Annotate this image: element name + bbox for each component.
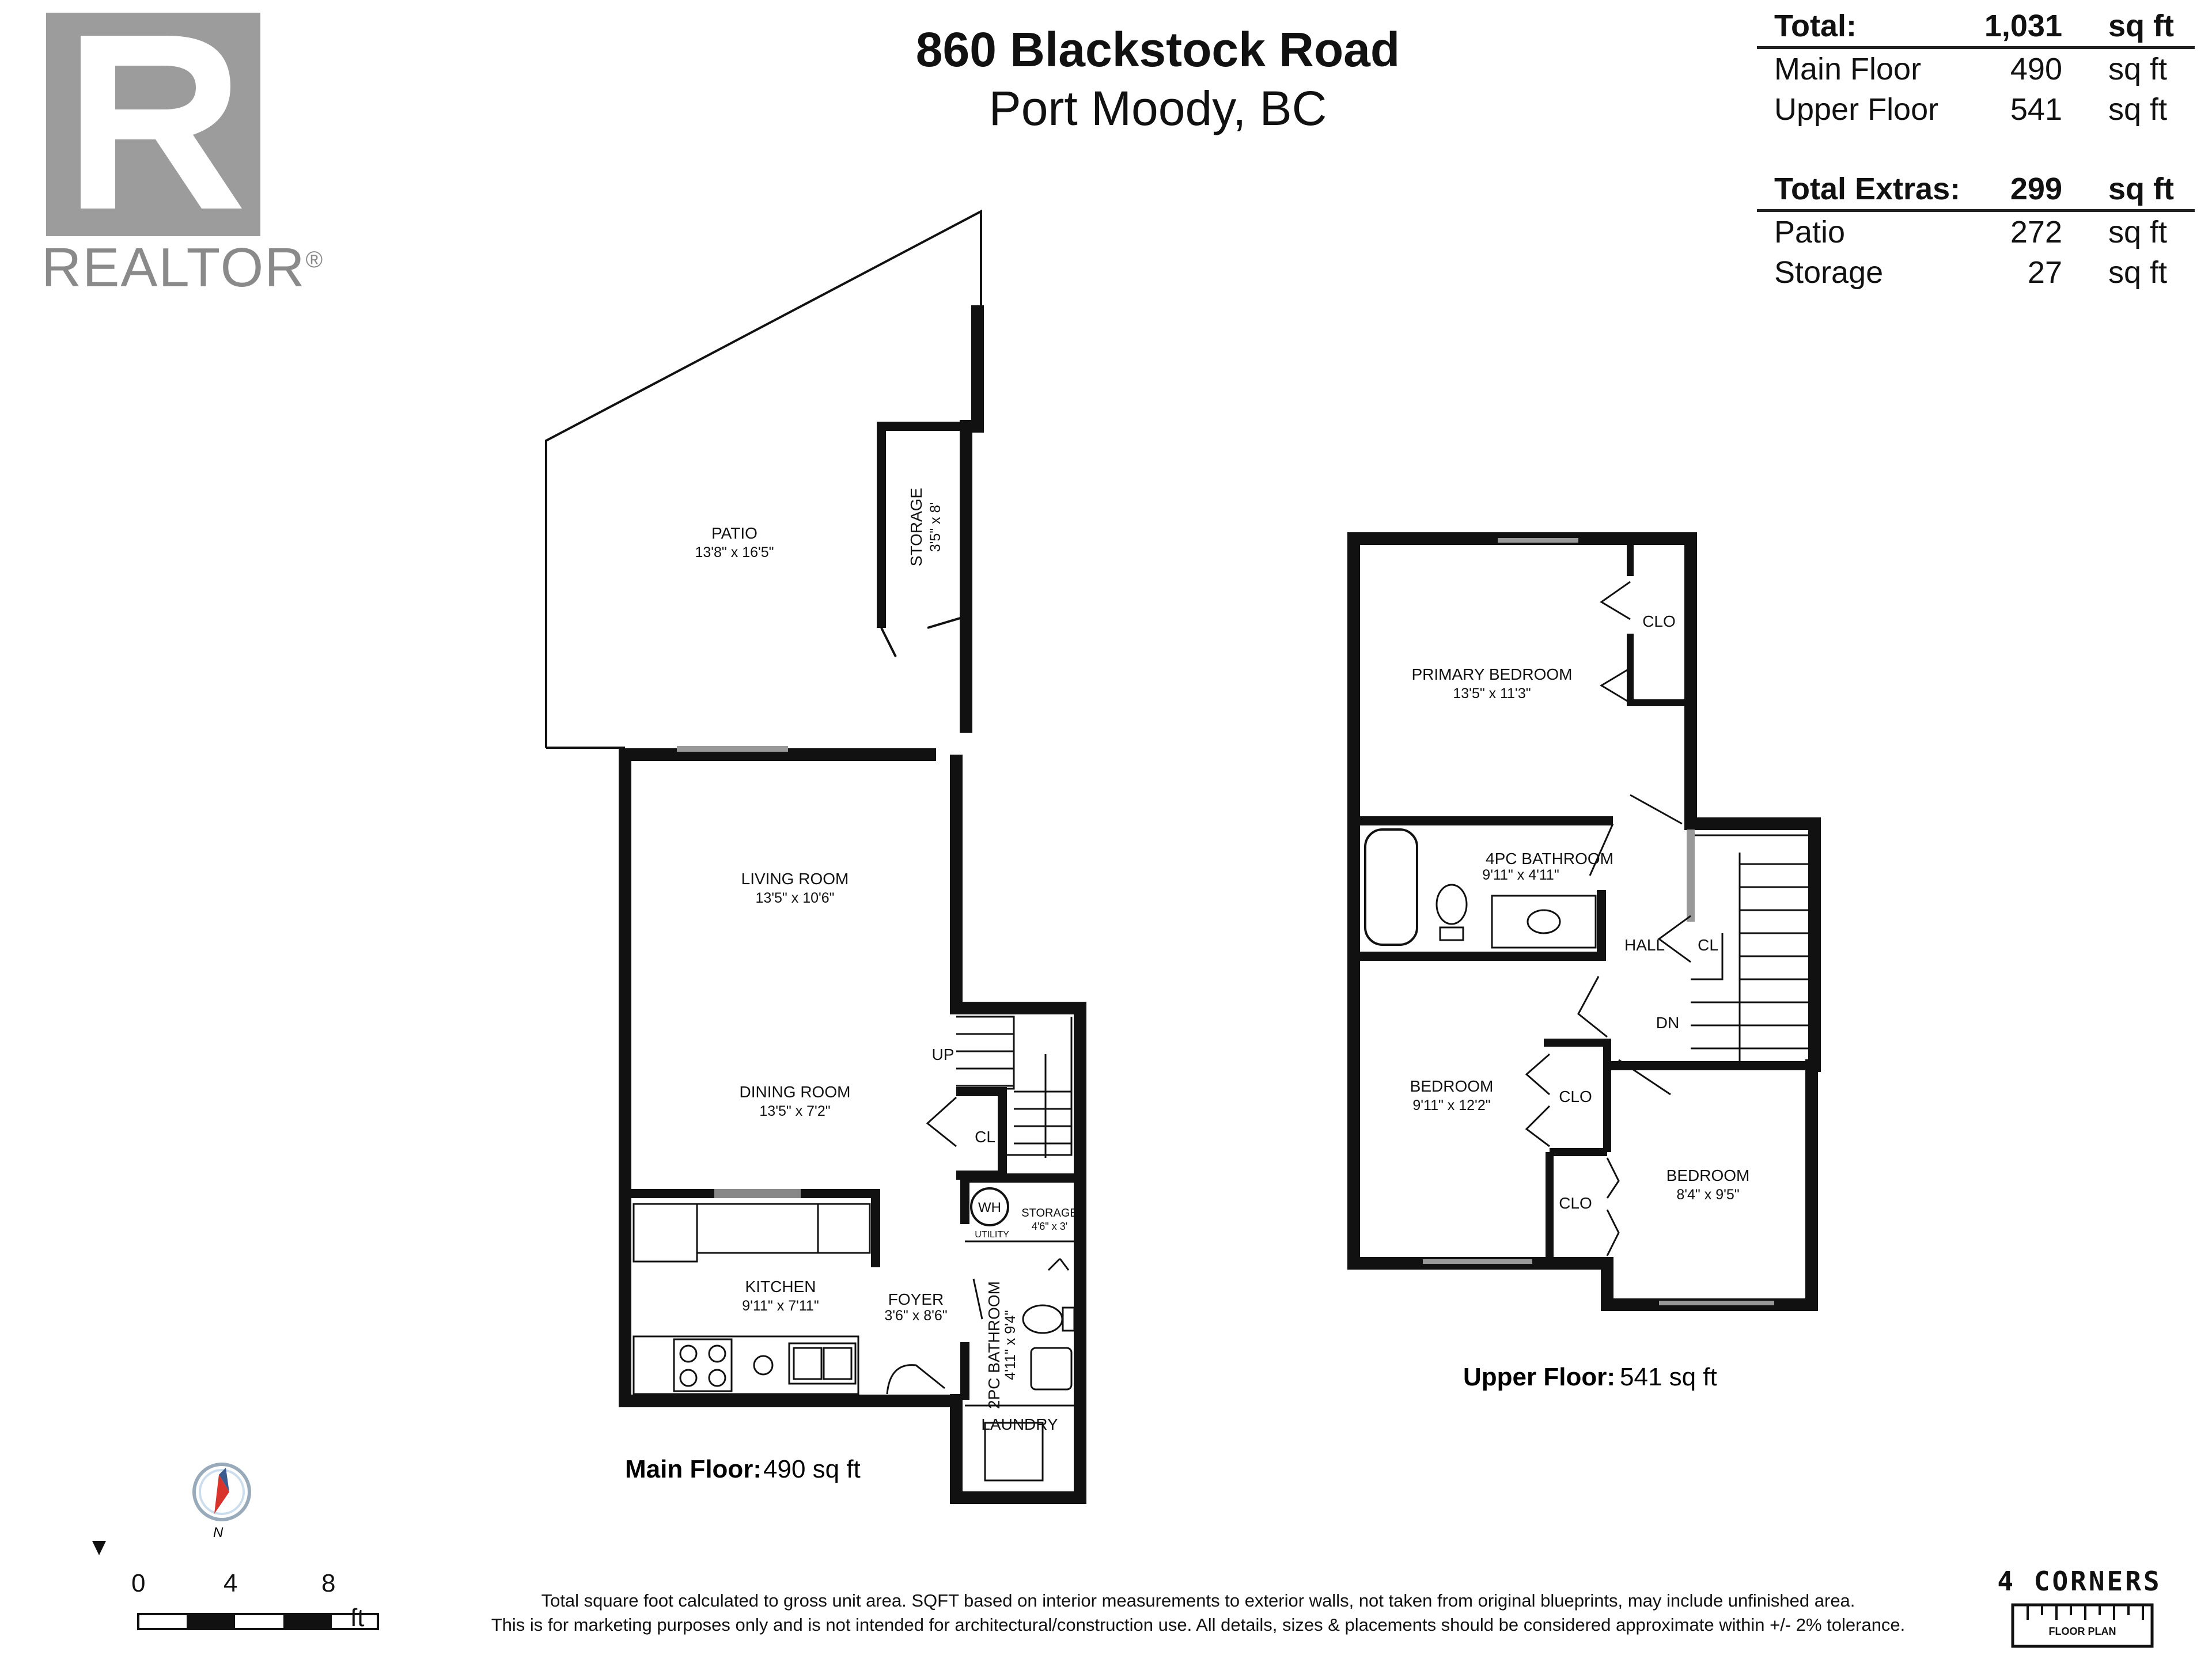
upper-bath-label: 4PC BATHROOM: [1486, 850, 1613, 868]
upper-floor-caption-value: 541 sq ft: [1620, 1363, 1717, 1391]
patio-label: PATIO: [711, 524, 757, 542]
bedroom-3-dims: 8'4" x 9'5": [1676, 1187, 1739, 1203]
ruler-logo-icon: [2011, 1603, 2154, 1648]
patio-outline: [545, 209, 982, 748]
stairs-down-label: DN: [1656, 1014, 1679, 1032]
foyer-label: FOYER: [888, 1290, 944, 1308]
utility-storage-dims: 4'6" x 3': [1032, 1221, 1067, 1232]
dining-room-label: DINING ROOM: [740, 1083, 851, 1101]
main-floor-caption-label: Main Floor:: [625, 1455, 762, 1483]
main-floor-right-wall: [950, 755, 1086, 1504]
kitchen-upper-counter: [632, 1203, 871, 1263]
upper-floor-caption-label: Upper Floor:: [1463, 1363, 1615, 1391]
brand-subtitle: FLOOR PLAN: [2048, 1626, 2116, 1637]
main-bath-label: 2PC BATHROOM: [985, 1281, 1003, 1409]
upper-bath-dims: 9'11" x 4'11": [1482, 867, 1559, 883]
primary-closet-label: CLO: [1642, 612, 1676, 630]
bedroom-3-closet-label: CLO: [1559, 1194, 1592, 1212]
patio-storage-dims: 3'5" x 8': [927, 502, 944, 552]
hall-label: HALL: [1624, 936, 1665, 954]
bedroom-2-label: BEDROOM: [1410, 1077, 1494, 1095]
foyer-dims: 3'6" x 8'6": [884, 1308, 947, 1324]
main-closet-label: CL: [975, 1128, 995, 1146]
bedroom-2-closet-label: CLO: [1559, 1088, 1592, 1105]
storage-area-row: Storage 27 sq ft: [1774, 255, 2168, 290]
main-floor-exterior-wall: [619, 748, 956, 1407]
address-street: 860 Blackstock Road: [915, 22, 1400, 77]
upper-floor-area-row: Upper Floor 541 sq ft: [1774, 92, 2168, 127]
water-heater-label: WH: [978, 1200, 1001, 1215]
stove-icon: [673, 1338, 733, 1392]
toilet-upper-icon: [1435, 884, 1468, 925]
primary-bedroom-label: PRIMARY BEDROOM: [1411, 665, 1572, 683]
area-summary-table: Total: 1,031 sq ft Main Floor 490 sq ft …: [1757, 6, 2195, 293]
laundry-label: LAUNDRY: [981, 1415, 1058, 1433]
stairs-down: [1687, 830, 1815, 1066]
disclaimer: Total square foot calculated to gross un…: [491, 1590, 1906, 1635]
bedroom-2-dims: 9'11" x 12'2": [1412, 1097, 1490, 1113]
realtor-logo-icon: [46, 13, 260, 236]
main-floor-area-row: Main Floor 490 sq ft: [1774, 52, 2168, 86]
brand-name: 4 CORNERS: [1997, 1566, 2162, 1597]
patio-storage-wall: [877, 422, 972, 628]
address-city: Port Moody, BC: [988, 81, 1327, 135]
main-floor-caption-value: 490 sq ft: [763, 1455, 861, 1483]
stairs-up-label: UP: [932, 1046, 955, 1063]
patio-right-wall: [960, 305, 984, 733]
compass-icon: [192, 1463, 251, 1521]
water-heater-icon: [970, 1187, 1009, 1226]
living-room-dims: 13'5" x 10'6": [755, 890, 834, 906]
front-door: [886, 1364, 945, 1395]
bedroom-3-label: BEDROOM: [1666, 1166, 1750, 1184]
primary-bedroom-dims: 13'5" x 11'3": [1453, 685, 1531, 702]
bedroom-divider: [1357, 952, 1611, 1260]
main-bath-dims: 4'11" x 9'4": [1002, 1310, 1018, 1380]
scale-bar: [137, 1613, 379, 1630]
utility-label: UTILITY: [975, 1230, 1009, 1240]
kitchen-dims: 9'11" x 7'11": [742, 1298, 819, 1314]
kitchen-lower-counter: [632, 1335, 859, 1395]
bath-block-wall: [960, 1173, 1080, 1224]
hall-closet-label: CL: [1698, 936, 1718, 954]
kitchen-sink-icon: [788, 1342, 857, 1385]
living-room-label: LIVING ROOM: [741, 870, 849, 888]
total-area-row: Total: 1,031 sq ft: [1757, 6, 2195, 49]
patio-area-row: Patio 272 sq ft: [1774, 215, 2168, 249]
patio-dims: 13'8" x 16'5": [695, 544, 774, 560]
kitchen-label: KITCHEN: [745, 1278, 816, 1296]
upper-bath-sink-icon: [1491, 895, 1597, 949]
patio-storage-label: STORAGE: [907, 488, 925, 566]
washer-icon: [984, 1422, 1044, 1482]
dining-room-dims: 13'5" x 7'2": [759, 1103, 830, 1119]
total-extras-row: Total Extras: 299 sq ft: [1757, 169, 2195, 212]
realtor-wordmark: REALTOR®: [41, 237, 324, 298]
upper-bath-wall: [1357, 890, 1606, 961]
kitchen-partition: [625, 1189, 880, 1267]
utility-storage-label: STORAGE: [1021, 1207, 1077, 1219]
bathtub-icon: [1364, 828, 1418, 946]
main-bath-sink-icon: [1030, 1347, 1073, 1391]
upper-floor-exterior-wall: [1347, 532, 1821, 1311]
compass-north-label: N: [213, 1525, 224, 1540]
corner-marker: [92, 1541, 106, 1555]
patio-storage-door: [880, 615, 967, 657]
toilet-main-icon: [1022, 1304, 1063, 1334]
